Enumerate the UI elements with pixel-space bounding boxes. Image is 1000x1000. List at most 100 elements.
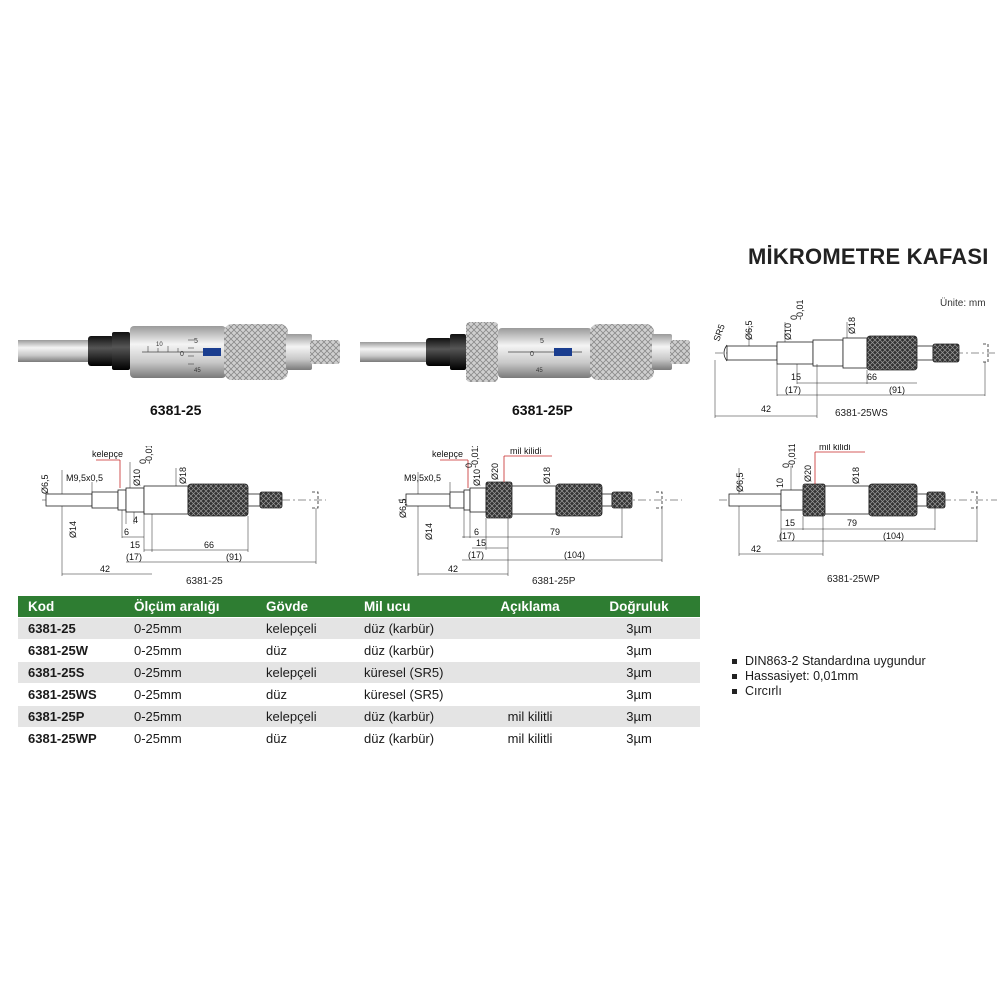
p-dim-104: (104) (564, 550, 585, 560)
unit-label: Ünite: mm (940, 298, 986, 309)
p-thread-label: M9,5x0,5 (404, 473, 441, 483)
std-dim-4: 4 (133, 515, 138, 525)
diagram-6381-25: kelepçe M9,5x0,5 Ø6,5 Ø10 0 -0,011 Ø18 Ø… (40, 446, 326, 586)
std-dim-17: (17) (126, 552, 142, 562)
table-row: 6381-25S 0-25mm kelepçeli küresel (SR5) … (18, 661, 700, 684)
col-header-spindle: Mil ucu (354, 596, 482, 618)
p-tol-bot: -0,011 (470, 446, 480, 468)
ws-tol-bot: -0,011 (795, 300, 805, 320)
cell-range: 0-25mm (124, 727, 256, 749)
cell-accuracy: 3µm (578, 683, 700, 706)
cell-range: 0-25mm (124, 705, 256, 728)
cell-code: 6381-25WS (18, 683, 124, 706)
std-caption: 6381-25 (186, 576, 223, 586)
wp-tol-bot: -0,011 (787, 444, 797, 468)
cell-body: düz (256, 639, 354, 662)
col-header-body: Gövde (256, 596, 354, 618)
std-dim-91: (91) (226, 552, 242, 562)
table-row: 6381-25WP 0-25mm düz düz (karbür) mil ki… (18, 727, 700, 749)
std-dim-15: 15 (130, 540, 140, 550)
p-dim-79: 79 (550, 527, 560, 537)
photo2-scale-5: 5 (540, 338, 544, 345)
cell-code: 6381-25 (18, 617, 124, 640)
ws-d1-label: Ø6,5 (744, 320, 754, 340)
std-d1-label: Ø6,5 (40, 474, 50, 494)
cell-note (482, 661, 578, 684)
feature-item: Hassasiyet: 0,01mm (730, 669, 926, 684)
photo2-scale-0: 0 (530, 351, 534, 358)
table-row: 6381-25W 0-25mm düz düz (karbür) 3µm (18, 639, 700, 662)
ws-dim-66: 66 (867, 372, 877, 382)
std-tol-bot: -0,011 (144, 446, 154, 464)
diagram-6381-25P: kelepçe mil kilidi M9,5x0,5 Ø6,5 Ø10 0 -… (398, 446, 682, 586)
cell-range: 0-25mm (124, 661, 256, 684)
cell-accuracy: 3µm (578, 617, 700, 640)
cell-code: 6381-25W (18, 639, 124, 662)
cell-note: mil kilitli (482, 705, 578, 728)
cell-range: 0-25mm (124, 683, 256, 706)
photo-scale-10: 10 (156, 342, 163, 348)
spec-table: Kod Ölçüm aralığı Gövde Mil ucu Açıklama… (18, 596, 700, 749)
product-photo-6381-25: 5 0 45 10 (18, 324, 340, 380)
ws-caption: 6381-25WS (835, 408, 888, 419)
cell-note: mil kilitli (482, 727, 578, 749)
ws-sr-label: SR5 (711, 323, 726, 343)
page-title: MİKROMETRE KAFASI (748, 244, 989, 269)
feature-text: Cırcırlı (745, 684, 782, 698)
feature-text: Hassasiyet: 0,01mm (745, 669, 859, 683)
cell-code: 6381-25WP (18, 727, 124, 749)
p-caption: 6381-25P (532, 576, 576, 586)
col-header-range: Ölçüm aralığı (124, 596, 256, 618)
wp-d20-label: Ø20 (803, 465, 813, 482)
wp-dim-79: 79 (847, 518, 857, 528)
product-photo-6381-25P: 5 0 45 (360, 322, 690, 382)
p-dim-42: 42 (448, 564, 458, 574)
p-d2-label: Ø10 (472, 469, 482, 486)
col-header-note: Açıklama (482, 596, 578, 618)
cell-body: düz (256, 683, 354, 706)
cell-accuracy: 3µm (578, 705, 700, 728)
wp-caption: 6381-25WP (827, 574, 880, 585)
cell-accuracy: 3µm (578, 661, 700, 684)
cell-accuracy: 3µm (578, 727, 700, 749)
cell-code: 6381-25P (18, 705, 124, 728)
photo-caption-6381-25P: 6381-25P (512, 402, 573, 418)
table-row: 6381-25 0-25mm kelepçeli düz (karbür) 3µ… (18, 617, 700, 640)
wp-dim-42: 42 (751, 544, 761, 554)
wp-lock-label: mil kilidi (819, 444, 851, 452)
cell-range: 0-25mm (124, 617, 256, 640)
cell-note (482, 683, 578, 706)
p-lock-label: mil kilidi (510, 446, 542, 456)
std-d2-label: Ø10 (132, 469, 142, 486)
wp-d1-label: Ø6,5 (735, 472, 745, 492)
photo-caption-6381-25: 6381-25 (150, 402, 202, 418)
cell-spindle: düz (karbür) (354, 705, 482, 728)
feature-item: DIN863-2 Standardına uygundur (730, 654, 926, 669)
diagram-6381-25WP: mil kilidi Ø6,5 10 0 -0,011 Ø20 Ø18 15 7… (719, 444, 997, 585)
feature-list: DIN863-2 Standardına uygundur Hassasiyet… (730, 654, 926, 699)
ws-d2-label: Ø10 (783, 323, 793, 340)
cell-code: 6381-25S (18, 661, 124, 684)
cell-spindle: küresel (SR5) (354, 661, 482, 684)
p-d4-label: Ø14 (424, 523, 434, 540)
table-row: 6381-25WS 0-25mm düz küresel (SR5) 3µm (18, 683, 700, 706)
cell-spindle: küresel (SR5) (354, 683, 482, 706)
std-dim-6: 6 (124, 527, 129, 537)
bullet-icon (732, 689, 737, 694)
bullet-icon (732, 659, 737, 664)
cell-note (482, 639, 578, 662)
p-d1-label: Ø6,5 (398, 498, 408, 518)
photo-scale-0: 0 (180, 351, 184, 358)
ws-dim-17: (17) (785, 385, 801, 395)
feature-item: Cırcırlı (730, 684, 926, 699)
ws-dim-91: (91) (889, 385, 905, 395)
std-clamp-label: kelepçe (92, 449, 123, 459)
photo-scale-45: 45 (194, 368, 201, 374)
p-dim-17: (17) (468, 550, 484, 560)
table-header-row: Kod Ölçüm aralığı Gövde Mil ucu Açıklama… (18, 596, 700, 618)
cell-accuracy: 3µm (578, 639, 700, 662)
brand-logo-icon (554, 348, 572, 356)
wp-tol-top: 0 (781, 463, 791, 468)
p-d3-label: Ø18 (542, 467, 552, 484)
cell-body: düz (256, 727, 354, 749)
